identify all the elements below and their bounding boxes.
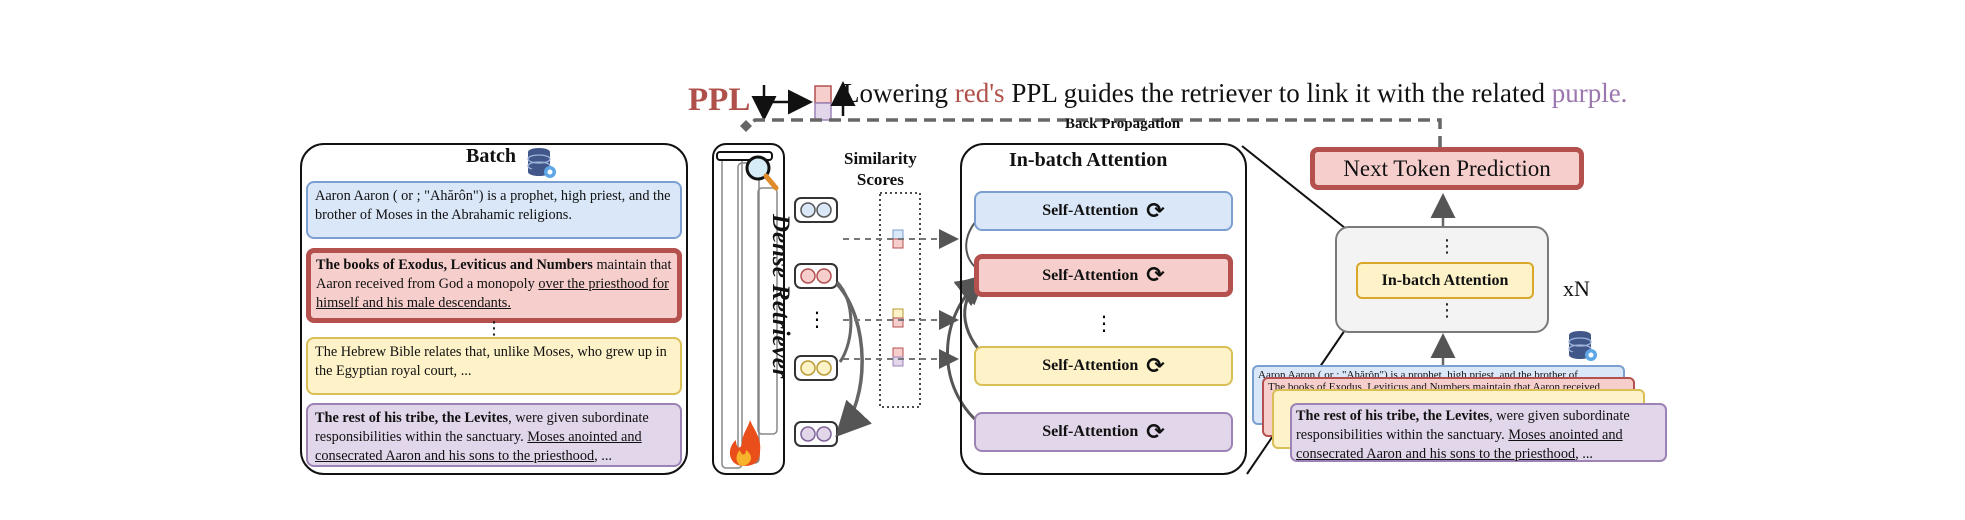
self-attention-yellow: Self-Attention ⟳ <box>974 346 1233 386</box>
batch-doc-yellow: The Hebrew Bible relates that, unlike Mo… <box>306 337 682 395</box>
inbatch-attention-panel <box>960 143 1247 475</box>
refresh-icon: ⟳ <box>1146 198 1165 224</box>
similarity-title: Similarity Scores <box>844 148 917 190</box>
refresh-icon: ⟳ <box>1146 419 1165 445</box>
self-attention-label: Self-Attention <box>1042 202 1139 219</box>
embedding-red <box>794 263 838 289</box>
svg-text:⋮: ⋮ <box>807 307 827 331</box>
doc-purple-underlined: Moses anointed and consecrated Aaron and… <box>315 429 642 464</box>
stack-front-bold: The rest of his tribe, the Levites <box>1296 408 1490 424</box>
doc-red-middle: maintain that Aaron received from God a … <box>316 257 672 292</box>
self-attention-red: Self-Attention ⟳ <box>974 254 1233 297</box>
dense-retriever-label: Dense Retriever <box>767 214 794 379</box>
batch-title: Batch <box>466 145 516 167</box>
back-propagation-label: Back Propagation <box>1065 116 1181 132</box>
fire-icon <box>729 420 761 466</box>
self-attention-blue: Self-Attention ⟳ <box>974 191 1233 231</box>
inbatch-attention-title: In-batch Attention <box>1009 149 1168 171</box>
similarity-title-line2: Scores <box>856 170 904 189</box>
doc-red-underlined: over the priesthood for himself and his … <box>316 276 669 311</box>
headline-red-word: red's <box>954 78 1005 108</box>
self-attention-label: Self-Attention <box>1042 357 1139 374</box>
repeat-label: xN <box>1563 276 1590 301</box>
svg-text:⋮: ⋮ <box>1094 311 1114 335</box>
stack-front-middle: , were given subordinate responsibilitie… <box>1296 408 1630 443</box>
ppl-label: PPL <box>688 82 751 118</box>
batch-doc-blue: Aaron Aaron ( or ; "Ahărôn") is a prophe… <box>306 181 682 239</box>
layer-dots-bottom: ⋮ <box>1438 300 1456 321</box>
self-attention-label: Self-Attention <box>1042 423 1139 440</box>
doc-purple-bold: The rest of his tribe, the Levites <box>315 410 509 426</box>
back-propagation-path <box>744 118 1442 148</box>
inbatch-attention-layer: In-batch Attention <box>1356 262 1534 299</box>
batch-dots: ⋮ <box>485 318 503 339</box>
refresh-icon: ⟳ <box>1146 263 1165 288</box>
headline-part2: PPL guides the retriever to link it with… <box>1004 78 1552 108</box>
red-score-cell <box>814 85 832 104</box>
purple-score-cell <box>814 102 832 121</box>
stack-doc-purple: The rest of his tribe, the Levites, were… <box>1290 403 1667 462</box>
headline-part1: Lowering <box>843 78 955 108</box>
database-icon <box>1568 331 1597 361</box>
layer-dots-top: ⋮ <box>1438 236 1456 257</box>
stack-front-tail: , ... <box>1575 446 1593 462</box>
next-token-prediction: Next Token Prediction <box>1310 147 1584 190</box>
dense-retriever <box>712 143 785 475</box>
database-icon <box>527 148 556 178</box>
doc-purple-middle: , were given subordinate responsibilitie… <box>315 410 649 445</box>
stack-front-underlined: Moses anointed and consecrated Aaron and… <box>1296 427 1623 462</box>
batch-panel <box>300 143 688 475</box>
embedding-yellow <box>794 355 838 381</box>
batch-doc-red: The books of Exodus, Leviticus and Numbe… <box>306 248 682 323</box>
doc-red-bold: The books of Exodus, Leviticus and Numbe… <box>316 257 593 273</box>
headline-purple-word: purple. <box>1551 78 1628 108</box>
batch-doc-purple: The rest of his tribe, the Levites, were… <box>306 403 682 467</box>
self-attention-label: Self-Attention <box>1042 266 1139 284</box>
refresh-icon: ⟳ <box>1146 353 1165 379</box>
similarity-title-line1: Similarity <box>844 149 917 168</box>
embedding-purple <box>794 421 838 447</box>
similarity-score-box <box>879 192 921 408</box>
doc-purple-tail: , ... <box>594 448 612 464</box>
embedding-blue <box>794 197 838 223</box>
headline-text: Lowering red's PPL guides the retriever … <box>843 78 1627 109</box>
self-attention-purple: Self-Attention ⟳ <box>974 412 1233 452</box>
